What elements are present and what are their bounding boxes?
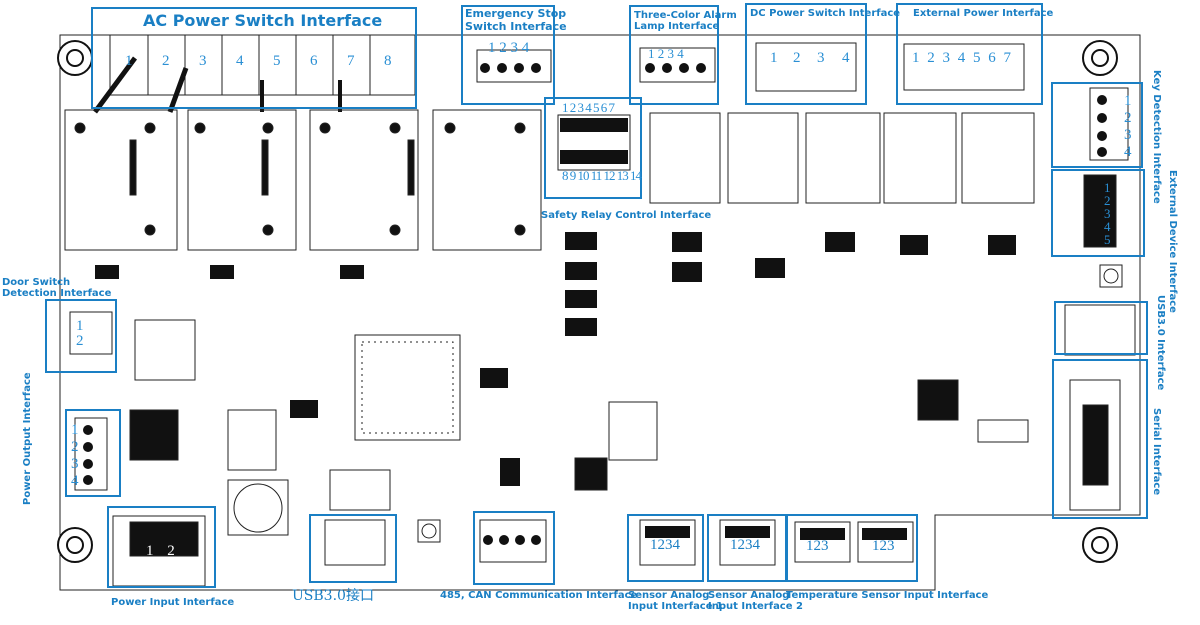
label-ac-power-switch: AC Power Switch Interface — [143, 11, 383, 30]
label-emergency-stop-1: Emergency Stop — [465, 7, 567, 20]
connectors — [69, 42, 1136, 587]
ac-relays — [64, 109, 542, 251]
pin-ac-5: 5 — [273, 53, 281, 69]
pin-ext-dev-3: 3 — [1104, 206, 1111, 221]
board-outline — [59, 34, 1141, 591]
box-sensor-1 — [627, 514, 704, 582]
box-key-detection — [1051, 82, 1143, 168]
box-safety-relay — [544, 97, 642, 199]
safety-relay-ic — [557, 114, 631, 171]
label-sensor-1-l2: Input Interface 1 — [628, 601, 723, 612]
box-serial — [1052, 359, 1148, 519]
box-ac-power-switch — [91, 7, 417, 109]
label-external-device: External Device Interface — [1167, 170, 1178, 313]
pin-temp-b: 123 — [872, 538, 895, 554]
label-power-output: Power Output Interface — [22, 372, 33, 505]
pin-ac-7: 7 — [347, 53, 355, 69]
label-serial: Serial Interface — [1151, 408, 1162, 496]
label-power-input: Power Input Interface — [111, 597, 235, 608]
pin-ext-dev-1: 1 — [1104, 180, 1111, 195]
pin-ac-2: 2 — [162, 53, 170, 69]
pin-sensor-2: 1234 — [730, 537, 760, 553]
label-key-detection: Key Detection Interface — [1151, 70, 1162, 204]
box-485-can — [473, 511, 555, 585]
pin-ac-3: 3 — [199, 53, 207, 69]
pin-safety-top: 1 2 3 4 5 6 7 — [562, 100, 615, 115]
label-three-color-2: Lamp Interface — [634, 21, 720, 32]
pin-pout-4: 4 — [71, 473, 79, 489]
label-external-power: External Power Interface — [913, 8, 1054, 19]
pin-door-2: 2 — [76, 333, 84, 349]
label-sensor-2-l1: Sensor Analog — [708, 590, 790, 601]
label-three-color-1: Three-Color Alarm — [634, 10, 737, 21]
pin-dc-1: 1 — [770, 50, 778, 66]
pin-ac-4: 4 — [236, 53, 244, 69]
box-power-output — [65, 409, 121, 497]
connector-pins — [83, 63, 1107, 545]
pin-temp-a: 123 — [806, 538, 829, 554]
pin-ac-8: 8 — [384, 53, 392, 69]
pin-dc-2: 2 — [793, 50, 801, 66]
pin-ext-dev-4: 4 — [1104, 219, 1111, 234]
passive-components — [95, 232, 1016, 486]
ac-terminal-block — [92, 34, 416, 114]
label-door-switch-1: Door Switch — [2, 277, 71, 288]
dc-relays — [649, 112, 1035, 204]
pin-alarm: 1 2 3 4 — [648, 46, 684, 61]
mounting-holes — [57, 40, 1118, 563]
label-sensor-2-l2: Input Interface 2 — [708, 601, 803, 612]
label-dc-power: DC Power Switch Interface — [750, 8, 901, 19]
box-usb30-right — [1054, 301, 1148, 355]
box-external-power — [896, 3, 1043, 105]
pin-key-3: 3 — [1124, 127, 1132, 143]
pin-power-input: 1 2 — [146, 543, 175, 559]
pin-key-1: 1 — [1124, 93, 1132, 109]
label-door-switch-2: Detection Interface — [2, 288, 112, 299]
label-emergency-stop-2: Switch Interface — [465, 20, 567, 33]
pin-ac-1: 1 — [125, 53, 133, 69]
box-external-device — [1051, 169, 1145, 257]
pin-ext-dev-5: 5 — [1104, 232, 1111, 247]
ics — [129, 264, 1123, 543]
box-emergency-stop — [461, 5, 555, 105]
pin-estop: 1 2 3 4 — [488, 40, 530, 56]
pin-sensor-1: 1234 — [650, 537, 680, 553]
label-temperature: Temperature Sensor Input Interface — [786, 590, 989, 601]
pin-ext-power: 1 2 3 4 5 6 7 — [912, 50, 1013, 66]
pin-pout-1: 1 — [71, 422, 79, 438]
box-power-input — [107, 506, 216, 588]
box-usb30-bottom — [309, 514, 397, 583]
pin-safety-bottom: 8 9 10 11 12 13 14 — [562, 168, 642, 183]
box-temperature — [786, 514, 918, 582]
box-three-color — [629, 5, 719, 105]
label-usb30-right: USB3.0 Interface — [1155, 295, 1166, 391]
pin-dc-3: 3 — [817, 50, 825, 66]
pin-key-4: 4 — [1124, 144, 1132, 160]
label-sensor-1-l1: Sensor Analog — [628, 590, 710, 601]
label-usb30-bottom: USB3.0接口 — [292, 588, 374, 604]
label-485-can: 485, CAN Communication Interface — [440, 590, 638, 601]
box-door-switch — [45, 299, 117, 373]
label-safety-relay: Safety Relay Control Interface — [541, 210, 712, 221]
box-dc-power — [745, 3, 867, 105]
pin-pout-3: 3 — [71, 456, 79, 472]
pin-pout-2: 2 — [71, 439, 79, 455]
pin-key-2: 2 — [1124, 110, 1132, 126]
pin-dc-4: 4 — [842, 50, 850, 66]
pin-ext-dev-2: 2 — [1104, 193, 1111, 208]
pin-door-1: 1 — [76, 318, 84, 334]
pin-ac-6: 6 — [310, 53, 318, 69]
